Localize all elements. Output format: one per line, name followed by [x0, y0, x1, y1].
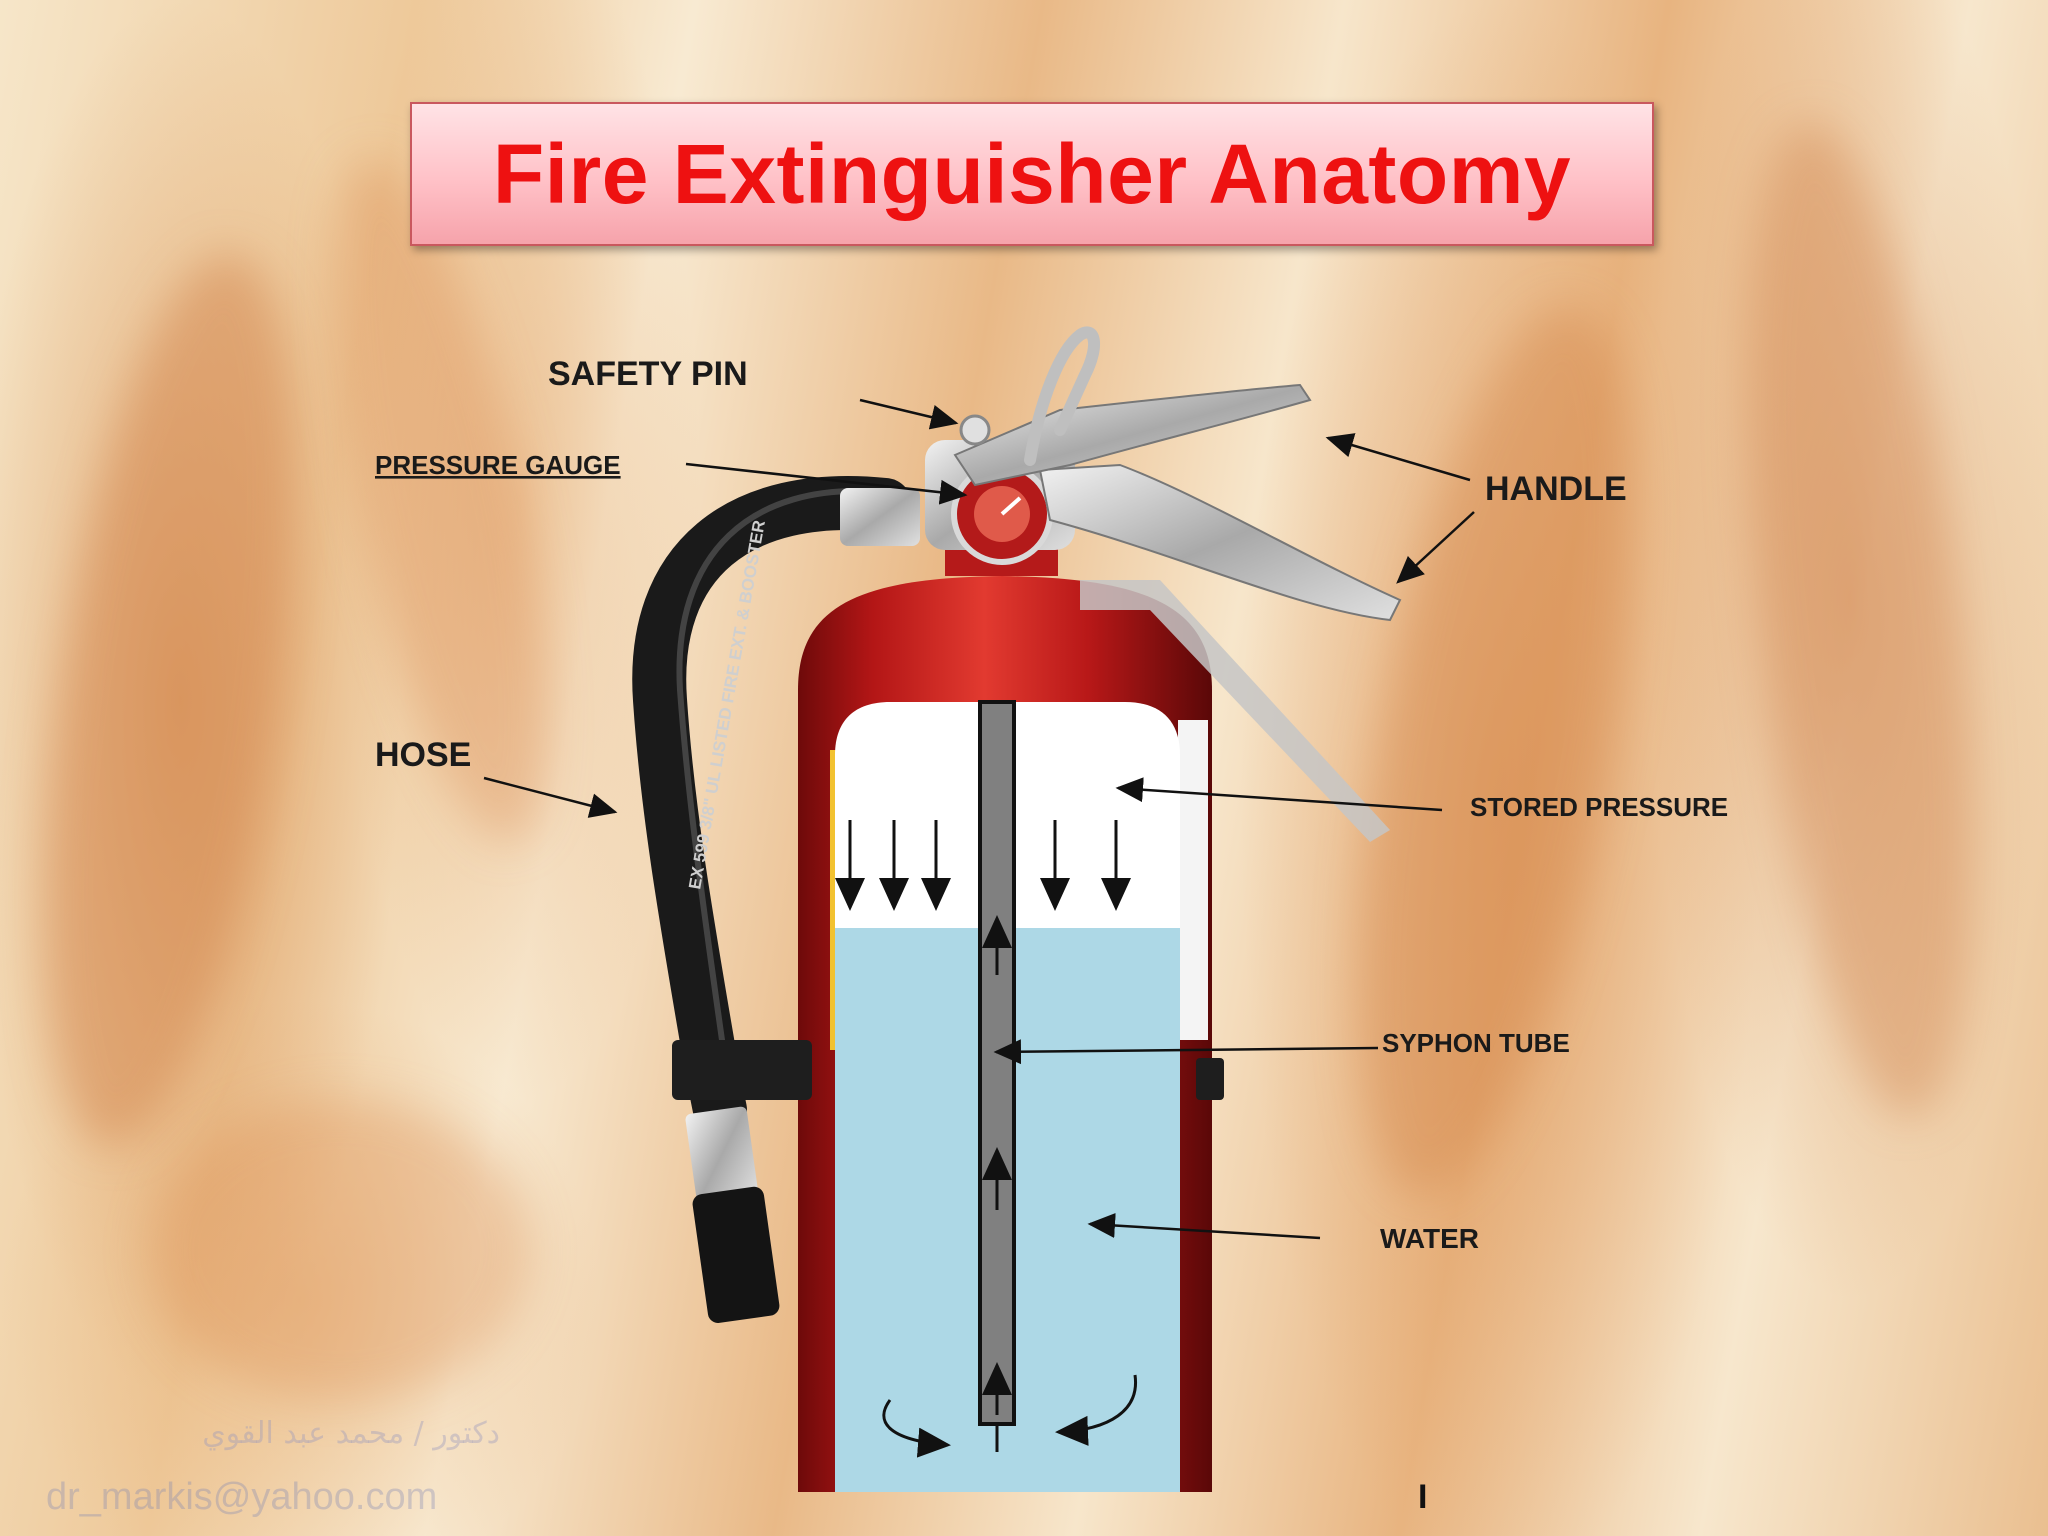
hose-highlight — [676, 488, 883, 1043]
squeeze-lever — [953, 383, 1312, 487]
mounting-bracket — [1080, 580, 1390, 842]
label-water: WATER — [1380, 1223, 1479, 1254]
syphon-tube — [978, 700, 1016, 1426]
hose-fitting-top — [840, 488, 920, 546]
safety-pin-head — [959, 414, 991, 446]
label-safety-pin: SAFETY PIN — [548, 355, 748, 393]
label-stored-pressure: STORED PRESSURE — [1470, 792, 1728, 822]
slide-page-number: I — [1418, 1478, 1428, 1516]
watermark-arabic: دكتور / محمد عبد القوي — [202, 1416, 500, 1451]
label-hose: HOSE — [375, 736, 471, 774]
pressure-gauge-needle — [1000, 496, 1022, 516]
safety-pin-ring — [1024, 326, 1101, 466]
mounting-strap-right — [1196, 1058, 1224, 1100]
title-box: Fire Extinguisher Anatomy — [410, 102, 1654, 246]
hose — [632, 476, 912, 1137]
cylinder-label-right — [1178, 720, 1208, 1040]
label-syphon-tube: SYPHON TUBE — [1382, 1028, 1570, 1058]
hose-coupling — [685, 1106, 758, 1203]
background-streak — [150, 1100, 530, 1400]
stored-pressure-arrows — [835, 820, 1131, 911]
label-pressure-gauge: PRESSURE GAUGE — [375, 450, 621, 480]
leader-lines — [483, 398, 1475, 1240]
watermark-email: dr_markis@yahoo.com — [46, 1476, 438, 1518]
hose-nozzle — [692, 1186, 780, 1323]
label-handle: HANDLE — [1485, 470, 1627, 508]
carry-handle — [1038, 463, 1402, 622]
page-title: Fire Extinguisher Anatomy — [492, 126, 1572, 221]
mounting-strap-left — [672, 1040, 812, 1100]
intake-arrows — [882, 1374, 1138, 1458]
